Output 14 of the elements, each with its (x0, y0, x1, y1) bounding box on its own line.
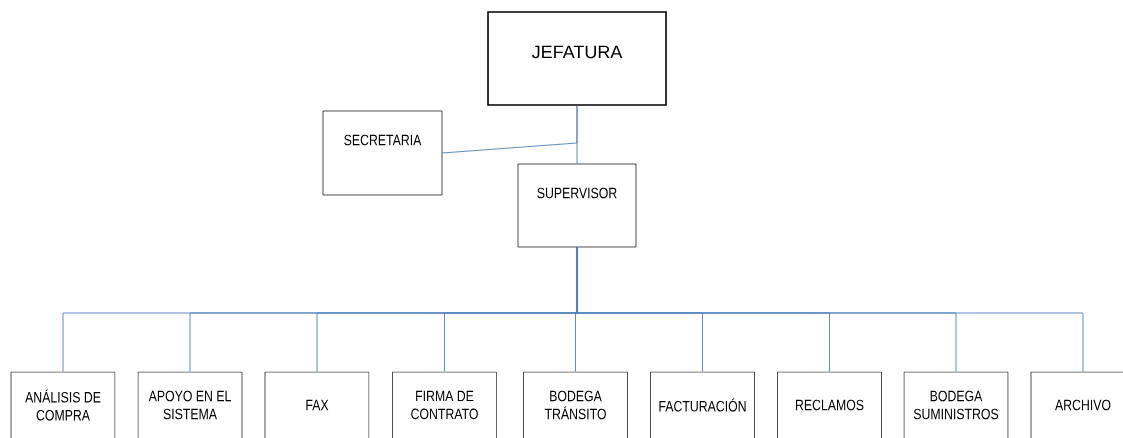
unit-box: ARCHIVO (1030, 371, 1123, 438)
supervisor-box: SUPERVISOR (517, 163, 637, 248)
connector-line (441, 105, 578, 154)
unit-box: FACTURACIÓN (650, 371, 755, 438)
unit-box: FIRMA DE CONTRATO (392, 371, 497, 438)
unit-box: FAX (264, 371, 370, 438)
unit-box: BODEGA SUMINISTROS (903, 371, 1009, 438)
unit-box: APOYO EN EL SISTEMA (137, 371, 243, 438)
head-box: JEFATURA (487, 11, 667, 106)
unit-box: ANÁLISIS DE COMPRA (10, 371, 116, 438)
connector-line (576, 246, 1084, 373)
staff-box: SECRETARIA (322, 110, 443, 196)
unit-box: RECLAMOS (777, 371, 882, 438)
unit-box: BODEGA TRÁNSITO (523, 371, 628, 438)
